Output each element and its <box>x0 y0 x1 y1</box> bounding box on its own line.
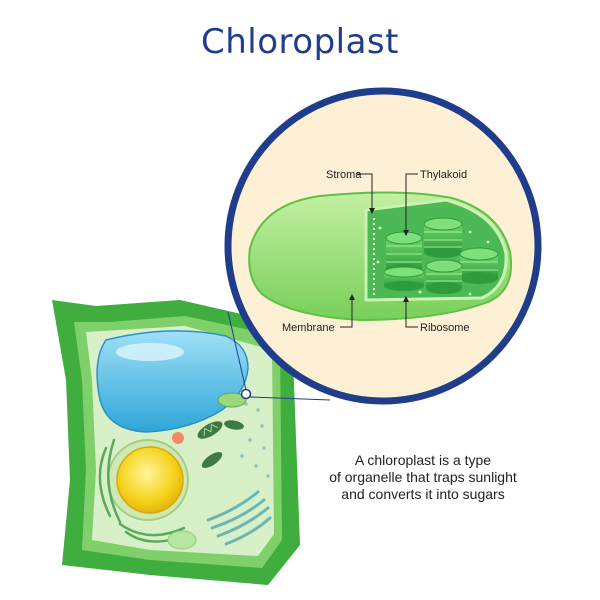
leader-arrowheads <box>349 208 409 302</box>
caption-line-1: A chloroplast is a type <box>354 452 492 468</box>
zoom-connector <box>227 311 331 401</box>
magnified-view <box>224 87 542 405</box>
mitochondria <box>197 420 244 469</box>
label-membrane: Membrane <box>282 322 335 334</box>
leader-lines <box>340 173 418 328</box>
page-title: Chloroplast <box>201 22 399 62</box>
ribosome-dots <box>240 402 270 478</box>
peroxisome <box>172 432 184 444</box>
caption-line-3: and converts it into sugars <box>341 486 505 502</box>
label-stroma: Stroma <box>326 169 362 181</box>
granum-3 <box>459 247 499 284</box>
granum-4 <box>425 259 463 294</box>
cell-chloroplast <box>217 392 247 408</box>
caption-line-2: of organelle that traps sunlight <box>329 469 517 485</box>
vacuole-highlight <box>116 343 184 361</box>
ribosome-leader <box>405 300 418 328</box>
stroma-leader <box>356 173 373 210</box>
grana-stacks <box>383 217 499 294</box>
label-thylakoid: Thylakoid <box>420 169 467 181</box>
stroma-dots <box>376 226 490 296</box>
membrane-leader <box>340 298 353 328</box>
granum-2 <box>423 217 463 258</box>
granum-5 <box>383 266 425 291</box>
vesicle <box>167 530 197 550</box>
endoplasmic-reticulum <box>98 438 192 543</box>
nucleus <box>107 439 189 521</box>
plant-cell <box>52 300 300 585</box>
thylakoid-leader <box>405 173 418 232</box>
golgi-apparatus <box>206 490 272 546</box>
caption: A chloroplast is a type of organelle tha… <box>318 452 528 503</box>
label-ribosome: Ribosome <box>420 322 470 334</box>
zoom-pointer <box>240 388 252 400</box>
